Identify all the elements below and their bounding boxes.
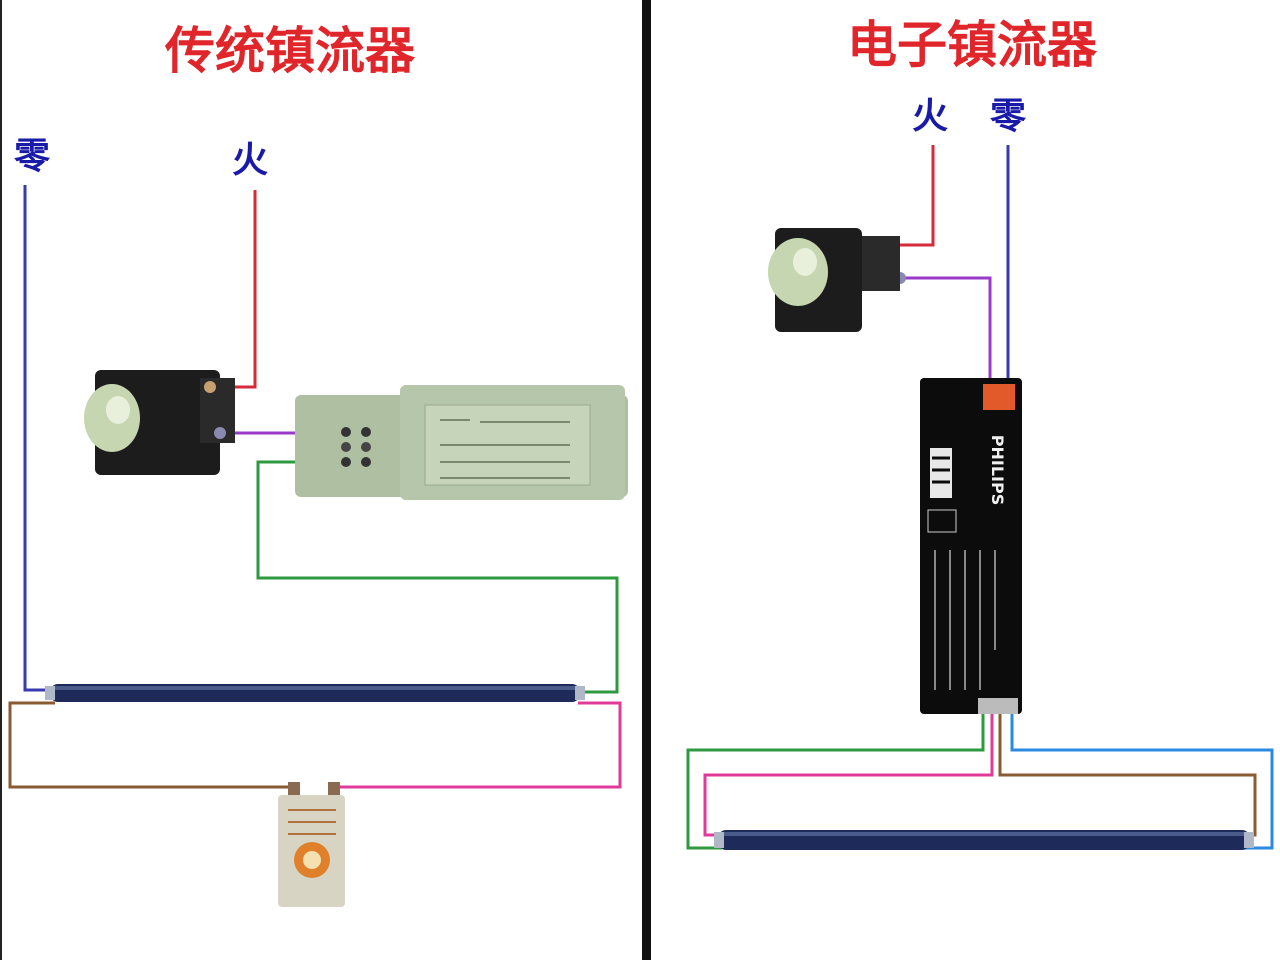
right-live-label: 火 (912, 96, 948, 137)
ballast-to-tube-green-wire (686, 712, 985, 850)
switch-to-ballast-wire (905, 276, 992, 385)
switch (768, 228, 906, 332)
panel-divider (642, 0, 651, 960)
right-neutral-label: 零 (990, 96, 1027, 137)
ballast-to-tube-blue-wire (1010, 712, 1274, 850)
right-panel: 电子镇流器 火 零 PHILIPS (686, 16, 1274, 850)
tube-to-starter-wire (8, 701, 295, 789)
switch (84, 370, 235, 475)
left-title: 传统镇流器 (164, 22, 416, 80)
live-wire (895, 145, 935, 247)
left-panel: 传统镇流器 零 火 (8, 22, 628, 907)
live-wire (215, 190, 257, 389)
right-title: 电子镇流器 (847, 16, 1098, 74)
starter-to-tube-wire (335, 701, 622, 789)
ballast-to-tube-wire (256, 460, 619, 694)
ballast-to-tube-brown-wire (998, 712, 1257, 837)
philips-logo: PHILIPS (988, 435, 1007, 505)
left-live-label: 火 (232, 140, 268, 181)
fluorescent-tube (45, 684, 585, 702)
left-neutral-label: 零 (14, 136, 51, 177)
ballast-to-tube-pink-wire (703, 712, 994, 837)
left-border (0, 0, 2, 960)
starter (278, 782, 345, 907)
fluorescent-tube (714, 830, 1254, 850)
neutral-wire (23, 185, 55, 692)
inductive-ballast (295, 385, 628, 500)
electronic-ballast: PHILIPS (920, 378, 1022, 714)
